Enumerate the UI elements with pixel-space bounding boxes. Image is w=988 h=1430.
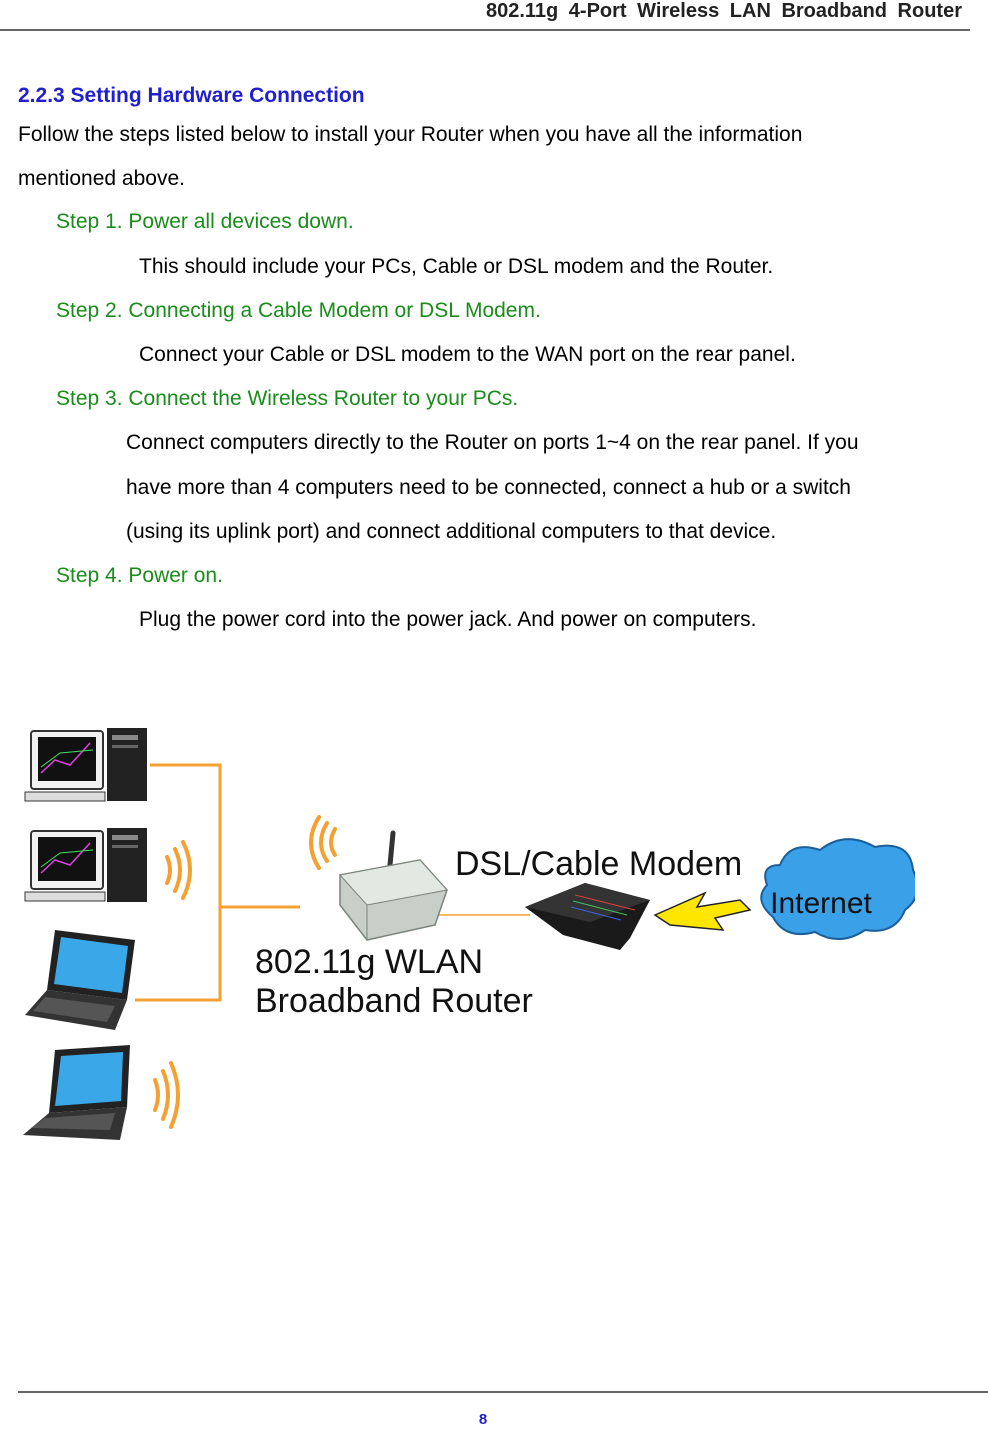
step-1-label: Step 1. Power all devices down. <box>56 210 354 233</box>
desktop-pc-icon <box>24 728 147 802</box>
internet-cloud-icon <box>760 838 915 940</box>
wireless-router-icon <box>339 830 448 941</box>
page-number: 8 <box>478 1411 488 1428</box>
intro-line-2: mentioned above. <box>18 167 185 190</box>
ethernet-cables <box>135 763 300 1002</box>
step-3-detail-line-2: have more than 4 computers need to be co… <box>126 476 851 499</box>
step-3-detail-line-3: (using its uplink port) and connect addi… <box>126 520 777 543</box>
step-1-detail: This should include your PCs, Cable or D… <box>139 255 774 278</box>
footer-rule <box>18 1391 988 1393</box>
internet-label: Internet <box>770 887 872 920</box>
step-4-label: Step 4. Power on. <box>56 564 223 587</box>
router-label-line-2: Broadband Router <box>255 982 533 1020</box>
router-signal-icon <box>309 815 337 870</box>
laptop-icon <box>23 1045 130 1140</box>
wireless-signal-icon <box>153 1061 180 1129</box>
wireless-signal-icon <box>165 840 192 900</box>
modem-icon <box>525 883 650 950</box>
modem-label: DSL/Cable Modem <box>455 845 742 883</box>
step-2-label: Step 2. Connecting a Cable Modem or DSL … <box>56 299 541 322</box>
intro-line-1: Follow the steps listed below to install… <box>18 123 803 146</box>
lightning-bolt-icon <box>653 891 752 931</box>
section-title: 2.2.3 Setting Hardware Connection <box>18 84 365 107</box>
step-3-detail-line-1: Connect computers directly to the Router… <box>126 431 859 454</box>
hardware-connection-diagram: Internet DSL/Cable Modem 802.11g WLAN Br… <box>23 728 915 1140</box>
header-rule <box>0 29 970 31</box>
step-2-detail: Connect your Cable or DSL modem to the W… <box>139 343 796 366</box>
desktop-pc-icon <box>24 828 147 902</box>
step-3-label: Step 3. Connect the Wireless Router to y… <box>56 387 519 410</box>
running-header: 802.11g 4-Port Wireless LAN Broadband Ro… <box>485 0 962 22</box>
step-4-detail: Plug the power cord into the power jack.… <box>139 608 757 631</box>
router-label-line-1: 802.11g WLAN <box>255 943 483 981</box>
laptop-icon <box>25 930 135 1030</box>
